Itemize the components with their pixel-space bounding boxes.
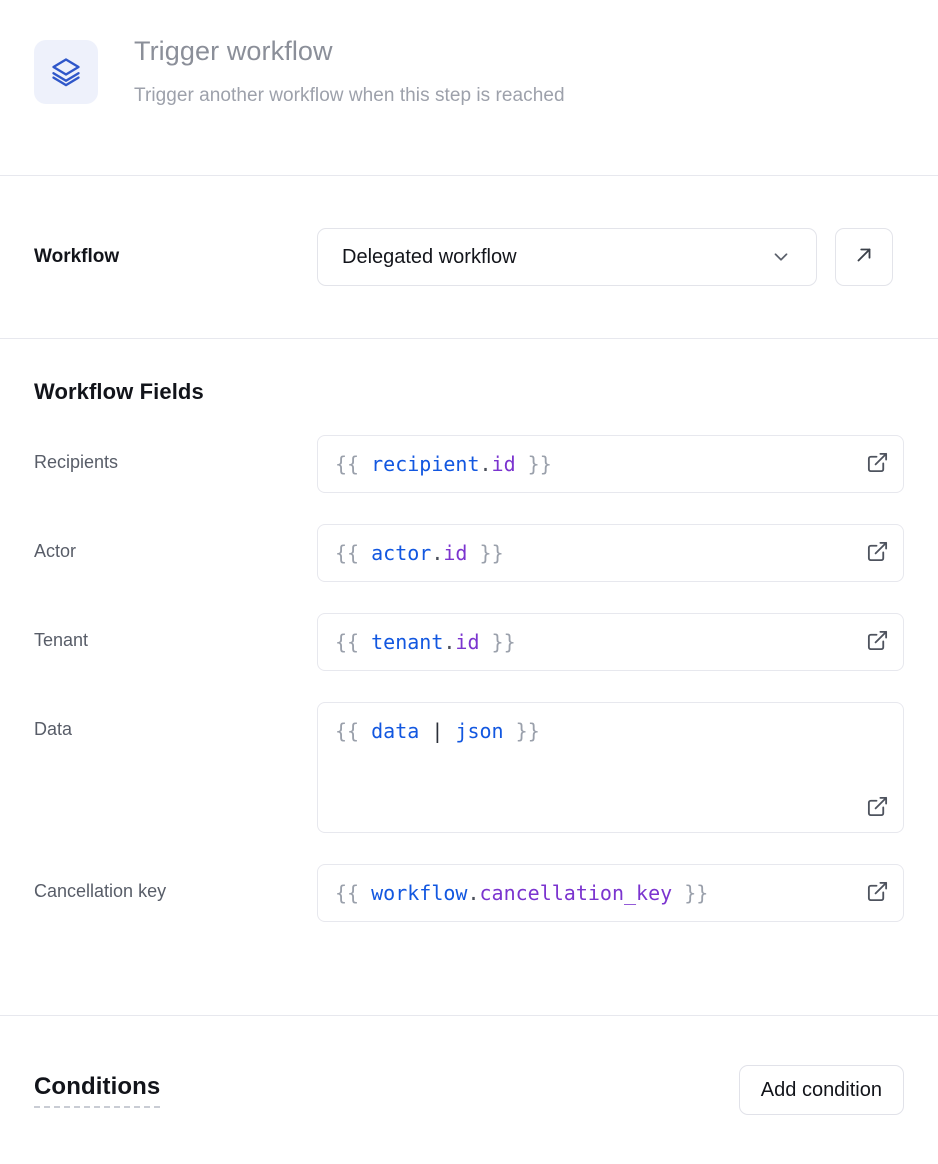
field-label: Recipients [34,452,119,472]
external-link-icon[interactable] [866,880,889,903]
workflow-section: Workflow Delegated workflow [0,176,938,338]
token-dot: . [479,452,492,476]
template-value: {{ actor.id }} [335,539,851,567]
token-obj: actor [371,541,432,565]
field-label: Cancellation key [34,881,167,901]
field-row: Recipients {{ recipient.id }} [34,435,904,493]
divider-fields [0,1015,938,1016]
token-filter: json [455,719,504,743]
token-brace: {{ [335,719,372,743]
token-prop: cancellation_key [479,881,673,905]
fields-list: Recipients{{ recipient.id }} Actor{{ act… [34,435,904,922]
chevron-down-icon [770,246,792,268]
header-text-block: Trigger workflow Trigger another workflo… [134,32,565,109]
external-link-icon[interactable] [866,451,889,474]
layers-stack-icon [34,40,98,104]
token-brace: }} [515,452,552,476]
token-dot: . [443,630,456,654]
token-obj: workflow [371,881,468,905]
template-input[interactable]: {{ actor.id }} [317,524,904,582]
token-dot: . [467,881,480,905]
token-brace: }} [503,719,540,743]
workflow-select-wrap: Delegated workflow [317,228,817,286]
token-obj: recipient [371,452,480,476]
token-brace: }} [479,630,516,654]
template-input[interactable]: {{ workflow.cancellation_key }} [317,864,904,922]
conditions-title: Conditions [34,1073,161,1108]
field-label: Tenant [34,630,89,650]
token-dot: . [431,541,444,565]
token-brace: }} [672,881,709,905]
field-label: Actor [34,541,77,561]
external-link-icon[interactable] [866,795,889,818]
conditions-section: Conditions Add condition [0,1016,938,1164]
template-input[interactable]: {{ tenant.id }} [317,613,904,671]
field-row: Cancellation key {{ workflow.cancellation… [34,864,904,922]
field-row: Data {{ data | json }} [34,702,904,833]
workflow-select[interactable]: Delegated workflow [317,228,817,286]
token-brace [443,719,455,743]
token-brace: {{ [335,541,372,565]
template-value: {{ data | json }} [335,717,851,745]
workflow-select-value: Delegated workflow [342,245,517,268]
template-value: {{ workflow.cancellation_key }} [335,879,851,907]
workflow-row: Workflow Delegated workflow [34,228,904,286]
token-obj: data [371,719,420,743]
open-workflow-button[interactable] [835,228,893,286]
token-prop: id [491,452,516,476]
token-prop: id [455,630,480,654]
token-brace: {{ [335,630,372,654]
workflow-fields-title: Workflow Fields [34,379,204,404]
token-pipe: | [431,719,444,743]
token-brace: }} [467,541,504,565]
field-row: Actor {{ actor.id }} [34,524,904,582]
workflow-fields-section: Workflow Fields Recipients{{ recipient.i… [0,339,938,922]
template-value: {{ tenant.id }} [335,628,851,656]
external-link-icon[interactable] [866,629,889,652]
divider-header [0,175,938,176]
add-condition-button[interactable]: Add condition [738,1065,904,1115]
token-brace: {{ [335,452,372,476]
token-obj: tenant [371,630,444,654]
field-row: Tenant {{ tenant.id }} [34,613,904,671]
page-subtitle: Trigger another workflow when this step … [134,85,565,106]
panel-header: Trigger workflow Trigger another workflo… [0,0,938,175]
template-value: {{ recipient.id }} [335,450,851,478]
field-label: Data [34,719,73,739]
token-brace: {{ [335,881,372,905]
external-link-icon[interactable] [866,540,889,563]
divider-workflow [0,338,938,339]
template-input[interactable]: {{ recipient.id }} [317,435,904,493]
template-input[interactable]: {{ data | json }} [317,702,904,833]
arrow-up-right-icon [853,244,875,271]
page-title: Trigger workflow [134,36,333,66]
workflow-label: Workflow [34,246,120,267]
token-brace [419,719,431,743]
token-prop: id [443,541,468,565]
